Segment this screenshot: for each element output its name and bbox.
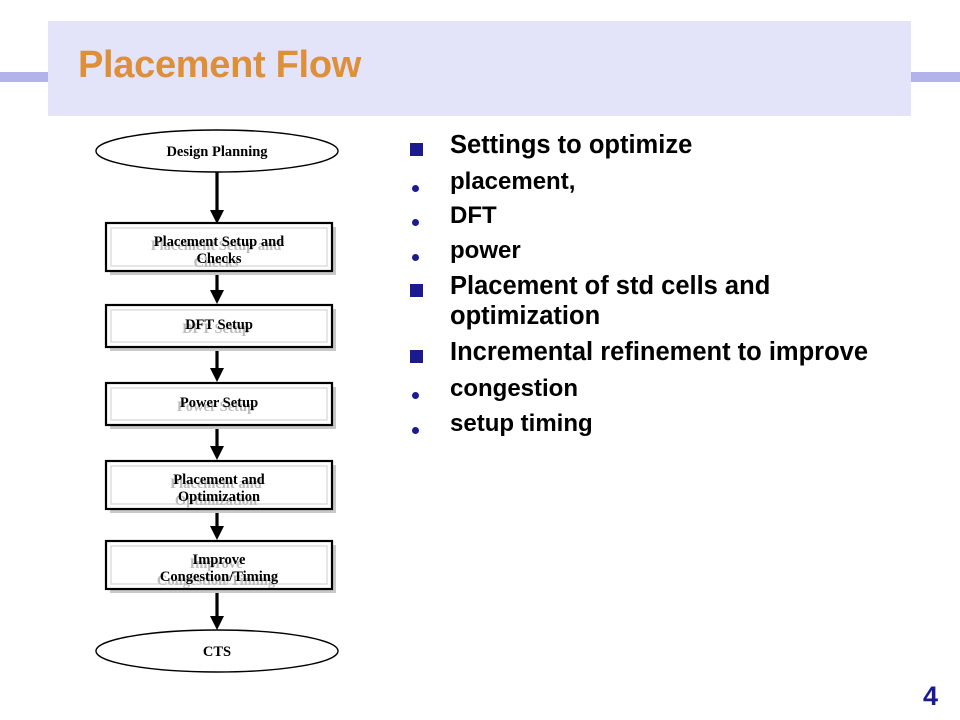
page-title: Placement Flow: [78, 44, 361, 86]
round-bullet-icon: [410, 168, 450, 192]
flow-node-placement-setup: Placement Setup and Checks Placement Set…: [104, 221, 336, 275]
bullet-list: Settings to optimize placement, DFT powe…: [410, 131, 940, 444]
flow-node-label-shadow: Placement Setup and: [151, 238, 282, 254]
list-item: Settings to optimize: [410, 131, 940, 161]
accent-bar-left: [0, 72, 50, 82]
flow-node-power-setup: Power Setup Power Setup: [104, 381, 336, 429]
flow-node-label: Power Setup: [180, 395, 258, 411]
round-bullet-icon: [410, 202, 450, 227]
list-item: Placement of std cells and optimization: [410, 272, 940, 331]
flow-node-placement-optimization: Placement and Optimization Placement and…: [104, 459, 336, 513]
list-item-label: Settings to optimize: [450, 131, 693, 159]
flow-node-label-shadow: Improve: [190, 556, 243, 572]
flow-node-label-shadow: Checks: [193, 255, 238, 271]
flow-node-label: Placement and: [173, 472, 264, 488]
flow-node-label-shadow: Optimization: [175, 493, 257, 509]
round-bullet-icon: [410, 375, 450, 399]
accent-bar-right: [911, 72, 960, 82]
square-bullet-icon: [410, 131, 450, 156]
flow-node-label: Placement Setup and: [154, 234, 285, 250]
round-bullet-icon: [410, 237, 450, 262]
list-item-label: setup timing: [450, 409, 593, 437]
flow-node-dft-setup: DFT Setup DFT Setup: [104, 303, 336, 351]
flow-node-label-shadow: Congestion/Timing: [157, 573, 276, 589]
flow-node-label-shadow: DFT Setup: [182, 321, 250, 337]
list-item: power: [410, 237, 940, 265]
list-item-label: DFT: [450, 202, 497, 230]
flow-node-label-shadow: Placement and: [170, 476, 261, 492]
flow-node-label-shadow: Power Setup: [177, 399, 255, 415]
square-bullet-icon: [410, 338, 450, 364]
flow-node-cts: CTS: [95, 629, 339, 673]
flow-node-label: Design Planning: [166, 144, 268, 160]
page-number: 4: [922, 681, 938, 711]
placement-flow-diagram: Design Planning Placement Setup and Chec…: [0, 120, 380, 680]
slide-header: Placement Flow: [0, 0, 960, 120]
round-bullet-icon: [410, 410, 450, 434]
list-item-label: congestion: [450, 374, 579, 402]
flow-node-label: CTS: [203, 644, 231, 660]
square-bullet-icon: [410, 272, 450, 298]
list-item-label: power: [450, 237, 521, 265]
list-item-label: Placement of std cells and optimization: [450, 272, 771, 330]
list-item-label: Incremental refinement to improve: [450, 338, 869, 367]
list-item: congestion: [410, 375, 940, 403]
flow-node-improve-congestion: Improve Congestion/Timing Improve Conges…: [104, 539, 336, 593]
list-item: setup timing: [410, 410, 940, 438]
title-background-plate: [48, 21, 911, 116]
list-item-label: placement,: [450, 167, 576, 195]
flow-node-label: Checks: [196, 251, 241, 267]
flow-node-label: Optimization: [178, 489, 260, 505]
flow-node-label: DFT Setup: [185, 317, 253, 333]
list-item: Incremental refinement to improve: [410, 338, 940, 368]
list-item: DFT: [410, 202, 940, 230]
list-item: placement,: [410, 168, 940, 196]
flow-node-label: Congestion/Timing: [160, 569, 279, 585]
flow-node-design-planning: Design Planning: [95, 129, 339, 173]
flow-node-label: Improve: [193, 552, 246, 568]
